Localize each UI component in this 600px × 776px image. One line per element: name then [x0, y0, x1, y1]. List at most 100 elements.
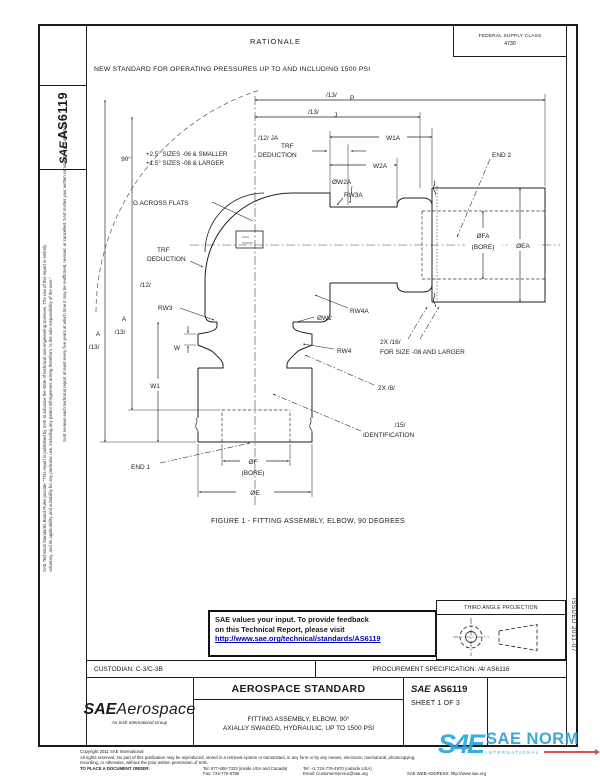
g-across-flats-label: G ACROSS FLATS: [133, 200, 189, 207]
angle-label: 90°: [121, 155, 131, 163]
rationale-title: RATIONALE: [250, 37, 301, 46]
dim-j-flag: /13/: [308, 109, 319, 116]
dim-ja-trf: TRF: [281, 143, 294, 150]
feedback-box: SAE values your input. To provide feedba…: [208, 610, 437, 657]
rights-line-1: All rights reserved. No part of this pub…: [80, 754, 416, 760]
federal-supply-class-box: FEDERAL SUPPLY CLASS 4730: [453, 24, 566, 57]
logo-aerospace-text: Aerospace: [116, 700, 196, 718]
doc-number-sae: SAE: [411, 684, 431, 695]
watermark-red-arrow: [543, 749, 600, 755]
logo-sae-text: SAE: [83, 700, 117, 718]
end1-label: END 1: [131, 464, 151, 471]
dim-j: J: [334, 112, 337, 119]
sae-logo-small: SAE: [58, 141, 70, 165]
trf-deduction-label: DEDUCTION: [147, 256, 186, 263]
title-block-center: AEROSPACE STANDARD FITTING ASSEMBLY, ELB…: [194, 678, 404, 747]
order-tel-1: Tel: 877-606-7323 (inside USA and Canada…: [203, 765, 288, 771]
dim-w1: W1: [150, 383, 160, 390]
disclaimer-line-2: voluntary, and its applicability and sui…: [48, 277, 54, 572]
feedback-line-2: on this Technical Report, please visit: [215, 624, 345, 634]
dim-rw3: RW3: [158, 305, 173, 312]
order-fax: Fax: 724-776-0790: [203, 771, 240, 776]
elbow-body-outline: [204, 192, 331, 323]
fsc-code: 4730: [504, 40, 516, 47]
legal-disclaimer-vertical: SAE Technical Standards Board Rules prov…: [42, 245, 55, 572]
projection-symbol-icon: [453, 618, 538, 656]
leader-lines: [179, 185, 353, 350]
fsc-label: FEDERAL SUPPLY CLASS: [478, 33, 542, 39]
sae-web-address-link[interactable]: SAE WEB ADDRESS: http://www.sae.org: [407, 771, 487, 776]
procurement-cell: PROCUREMENT SPECIFICATION: /4/ AS6116: [372, 665, 510, 673]
feedback-url-link[interactable]: http://www.sae.org/technical/standards/A…: [215, 634, 381, 644]
document-title-line-2: AXIALLY SWAGED, HYDRAULIC, UP TO 1500 PS…: [222, 724, 375, 732]
end2-arm-outline: [330, 187, 546, 303]
trf-label: TRF: [157, 247, 170, 254]
end2-bore-hidden-lines: [421, 210, 545, 280]
order-tel-2: Tel: +1 724-776-4970 (outside USA): [303, 765, 372, 771]
dim-rw4: RW4: [337, 348, 352, 355]
projection-title: THIRD ANGLE PROJECTION: [437, 601, 565, 615]
figure-caption: FIGURE 1 - FITTING ASSEMBLY, ELBOW, 90 D…: [211, 518, 405, 525]
dim-f-bore: (BORE): [242, 470, 265, 477]
dim-dia-ea: ØEA: [516, 243, 530, 250]
sheet-border: [38, 24, 578, 747]
dim-w1a: W1A: [386, 135, 401, 142]
note-2x16: 2X /16/: [380, 339, 401, 346]
dim-dia-e: ØE: [250, 490, 260, 497]
end2-label: END 2: [492, 152, 512, 159]
dim-dia-w2a: ØW2A: [332, 179, 352, 186]
watermark-sae-logo: S4E: [438, 729, 485, 759]
doc-number-vertical: SAEAS6119: [56, 91, 70, 165]
figure-1-drawing: /13/ P /13/ J /12/ JA TRF DEDUCTION W1A …: [89, 89, 560, 525]
issued-date-vertical: ISSUED 2011-07: [570, 598, 576, 652]
dim-a-outer: A: [96, 331, 101, 338]
dim-dia-fa: ØFA: [476, 233, 490, 240]
end1-leg-outline: [195, 322, 313, 443]
dim-w: W: [174, 345, 181, 352]
sae-aerospace-logo: SAEAerospace An SAE International Group: [83, 678, 196, 747]
dim-dia-w2: ØW2: [317, 315, 332, 322]
custodian-cell: CUSTODIAN: C-3/C-3B: [86, 661, 316, 677]
title-block: SAEAerospace An SAE International Group …: [83, 678, 566, 747]
dashed-leaders: [159, 158, 491, 464]
left-column-rule: [86, 24, 87, 747]
standard-type-heading: AEROSPACE STANDARD: [194, 678, 403, 700]
feedback-line-1: SAE values your input. To provide feedba…: [215, 615, 369, 624]
end2-break-squiggle: [432, 180, 437, 308]
copyright-line: Copyright 2011 SAE International: [80, 749, 144, 754]
end1-bore-hidden-lines: [221, 409, 291, 442]
rights-line-2: recording, or otherwise, without the pri…: [80, 760, 209, 765]
doc-number-box: [40, 85, 86, 170]
rationale-text: NEW STANDARD FOR OPERATING PRESSURES UP …: [94, 66, 371, 73]
ident-label: IDENTIFICATION: [363, 432, 414, 439]
document-title-line-1: FITTING ASSEMBLY, ELBOW, 90°: [247, 715, 350, 723]
order-email-link[interactable]: Email: CustomerService@sae.org: [303, 771, 368, 776]
dim-dia-f: ØF: [248, 459, 257, 466]
note-2x8: 2X /8/: [378, 385, 395, 392]
drawing-labels: /13/ P /13/ J /12/ JA TRF DEDUCTION W1A …: [89, 92, 531, 497]
doc-number: AS6119: [433, 684, 468, 695]
dim-rw3a: RW3A: [344, 192, 363, 199]
flag-13-outer: /13/: [89, 344, 100, 351]
custodian-row: CUSTODIAN: C-3/C-3B PROCUREMENT SPECIFIC…: [86, 660, 566, 678]
dim-rw4a: RW4A: [350, 308, 369, 315]
sae-norm-watermark: S4E SAE NORM INTERNATIONAL: [438, 729, 600, 775]
note-2x16-text: FOR SIZE -08 AND LARGER: [380, 349, 465, 356]
angle-arc: [95, 89, 261, 313]
dim-ja-deduction: DEDUCTION: [258, 152, 297, 159]
sheet-number: SHEET 1 OF 3: [411, 700, 460, 707]
right-column-rule: [566, 24, 567, 747]
dim-ja: /12/ JA: [258, 135, 279, 142]
dim-a-inner: A: [122, 316, 127, 323]
flag-12: /12/: [140, 282, 151, 289]
dim-w2a: W2A: [373, 163, 388, 170]
dimension-lines: [104, 99, 546, 493]
angle-note-1: +2.5° SIZES -06 & SMALLER: [146, 151, 228, 158]
watermark-name: SAE NORM: [486, 730, 579, 748]
third-angle-projection-box: THIRD ANGLE PROJECTION: [436, 600, 566, 660]
label-backers: [145, 131, 539, 391]
order-label: TO PLACE A DOCUMENT ORDER:: [80, 765, 150, 771]
dim-p-flag: /13/: [326, 92, 337, 99]
